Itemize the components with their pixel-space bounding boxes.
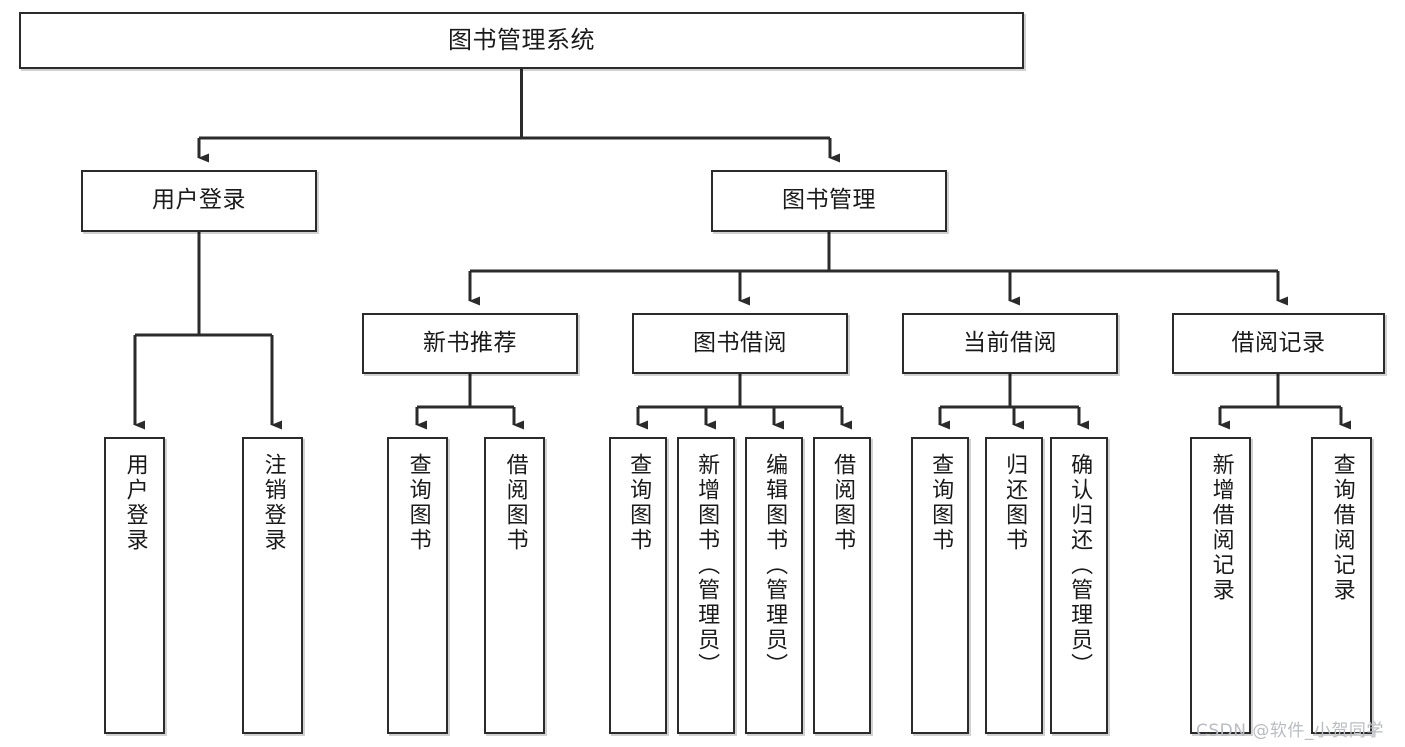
node-label: 查询图书 <box>928 453 954 553</box>
node-label: 当前借阅 <box>963 329 1057 356</box>
leaf-edit-book[interactable]: 编辑图书（管理员） <box>745 437 803 734</box>
csdn-watermark: CSDN @软件_小贺同学 <box>1196 721 1384 741</box>
node-label: 用户登录 <box>152 187 246 214</box>
leaf-query-book-1[interactable]: 查询图书 <box>387 437 448 734</box>
node-label: 借阅图书 <box>830 453 856 553</box>
node-label: 用户登录 <box>122 453 148 553</box>
node-label: 查询图书 <box>626 453 652 553</box>
node-label: 借阅记录 <box>1231 329 1326 356</box>
node-label: 图书管理 <box>782 187 876 214</box>
node-root-system[interactable]: 图书管理系统 <box>19 12 1024 69</box>
node-book-borrow[interactable]: 图书借阅 <box>632 313 848 374</box>
leaf-query-book-3[interactable]: 查询图书 <box>911 437 969 734</box>
node-borrow-record[interactable]: 借阅记录 <box>1172 313 1385 374</box>
node-label: 编辑图书（管理员） <box>762 453 788 678</box>
node-label: 图书管理系统 <box>448 26 595 55</box>
node-label: 新增图书（管理员） <box>694 453 720 678</box>
leaf-borrow-book-1[interactable]: 借阅图书 <box>484 437 545 734</box>
leaf-add-borrow-record[interactable]: 新增借阅记录 <box>1190 437 1251 734</box>
leaf-user-login[interactable]: 用户登录 <box>104 437 165 734</box>
node-book-management[interactable]: 图书管理 <box>711 170 947 232</box>
node-label: 图书借阅 <box>693 329 787 356</box>
node-label: 新书推荐 <box>423 329 517 356</box>
node-user-login[interactable]: 用户登录 <box>81 170 317 232</box>
node-new-book-recommend[interactable]: 新书推荐 <box>362 313 578 374</box>
node-label: 归还图书 <box>1002 453 1028 553</box>
node-label: 借阅图书 <box>502 453 528 553</box>
leaf-confirm-return[interactable]: 确认归还（管理员） <box>1050 437 1108 734</box>
leaf-query-book-2[interactable]: 查询图书 <box>609 437 667 734</box>
leaf-borrow-book-2[interactable]: 借阅图书 <box>813 437 871 734</box>
leaf-query-borrow-record[interactable]: 查询借阅记录 <box>1311 437 1372 734</box>
node-current-borrow[interactable]: 当前借阅 <box>902 313 1118 374</box>
node-label: 新增借阅记录 <box>1208 453 1234 603</box>
leaf-add-book[interactable]: 新增图书（管理员） <box>677 437 735 734</box>
node-label: 确认归还（管理员） <box>1067 453 1093 678</box>
node-label: 查询借阅记录 <box>1329 453 1355 603</box>
node-label: 注销登录 <box>260 453 286 553</box>
leaf-return-book[interactable]: 归还图书 <box>985 437 1043 734</box>
node-label: 查询图书 <box>405 453 431 553</box>
leaf-logout-login[interactable]: 注销登录 <box>242 437 303 734</box>
